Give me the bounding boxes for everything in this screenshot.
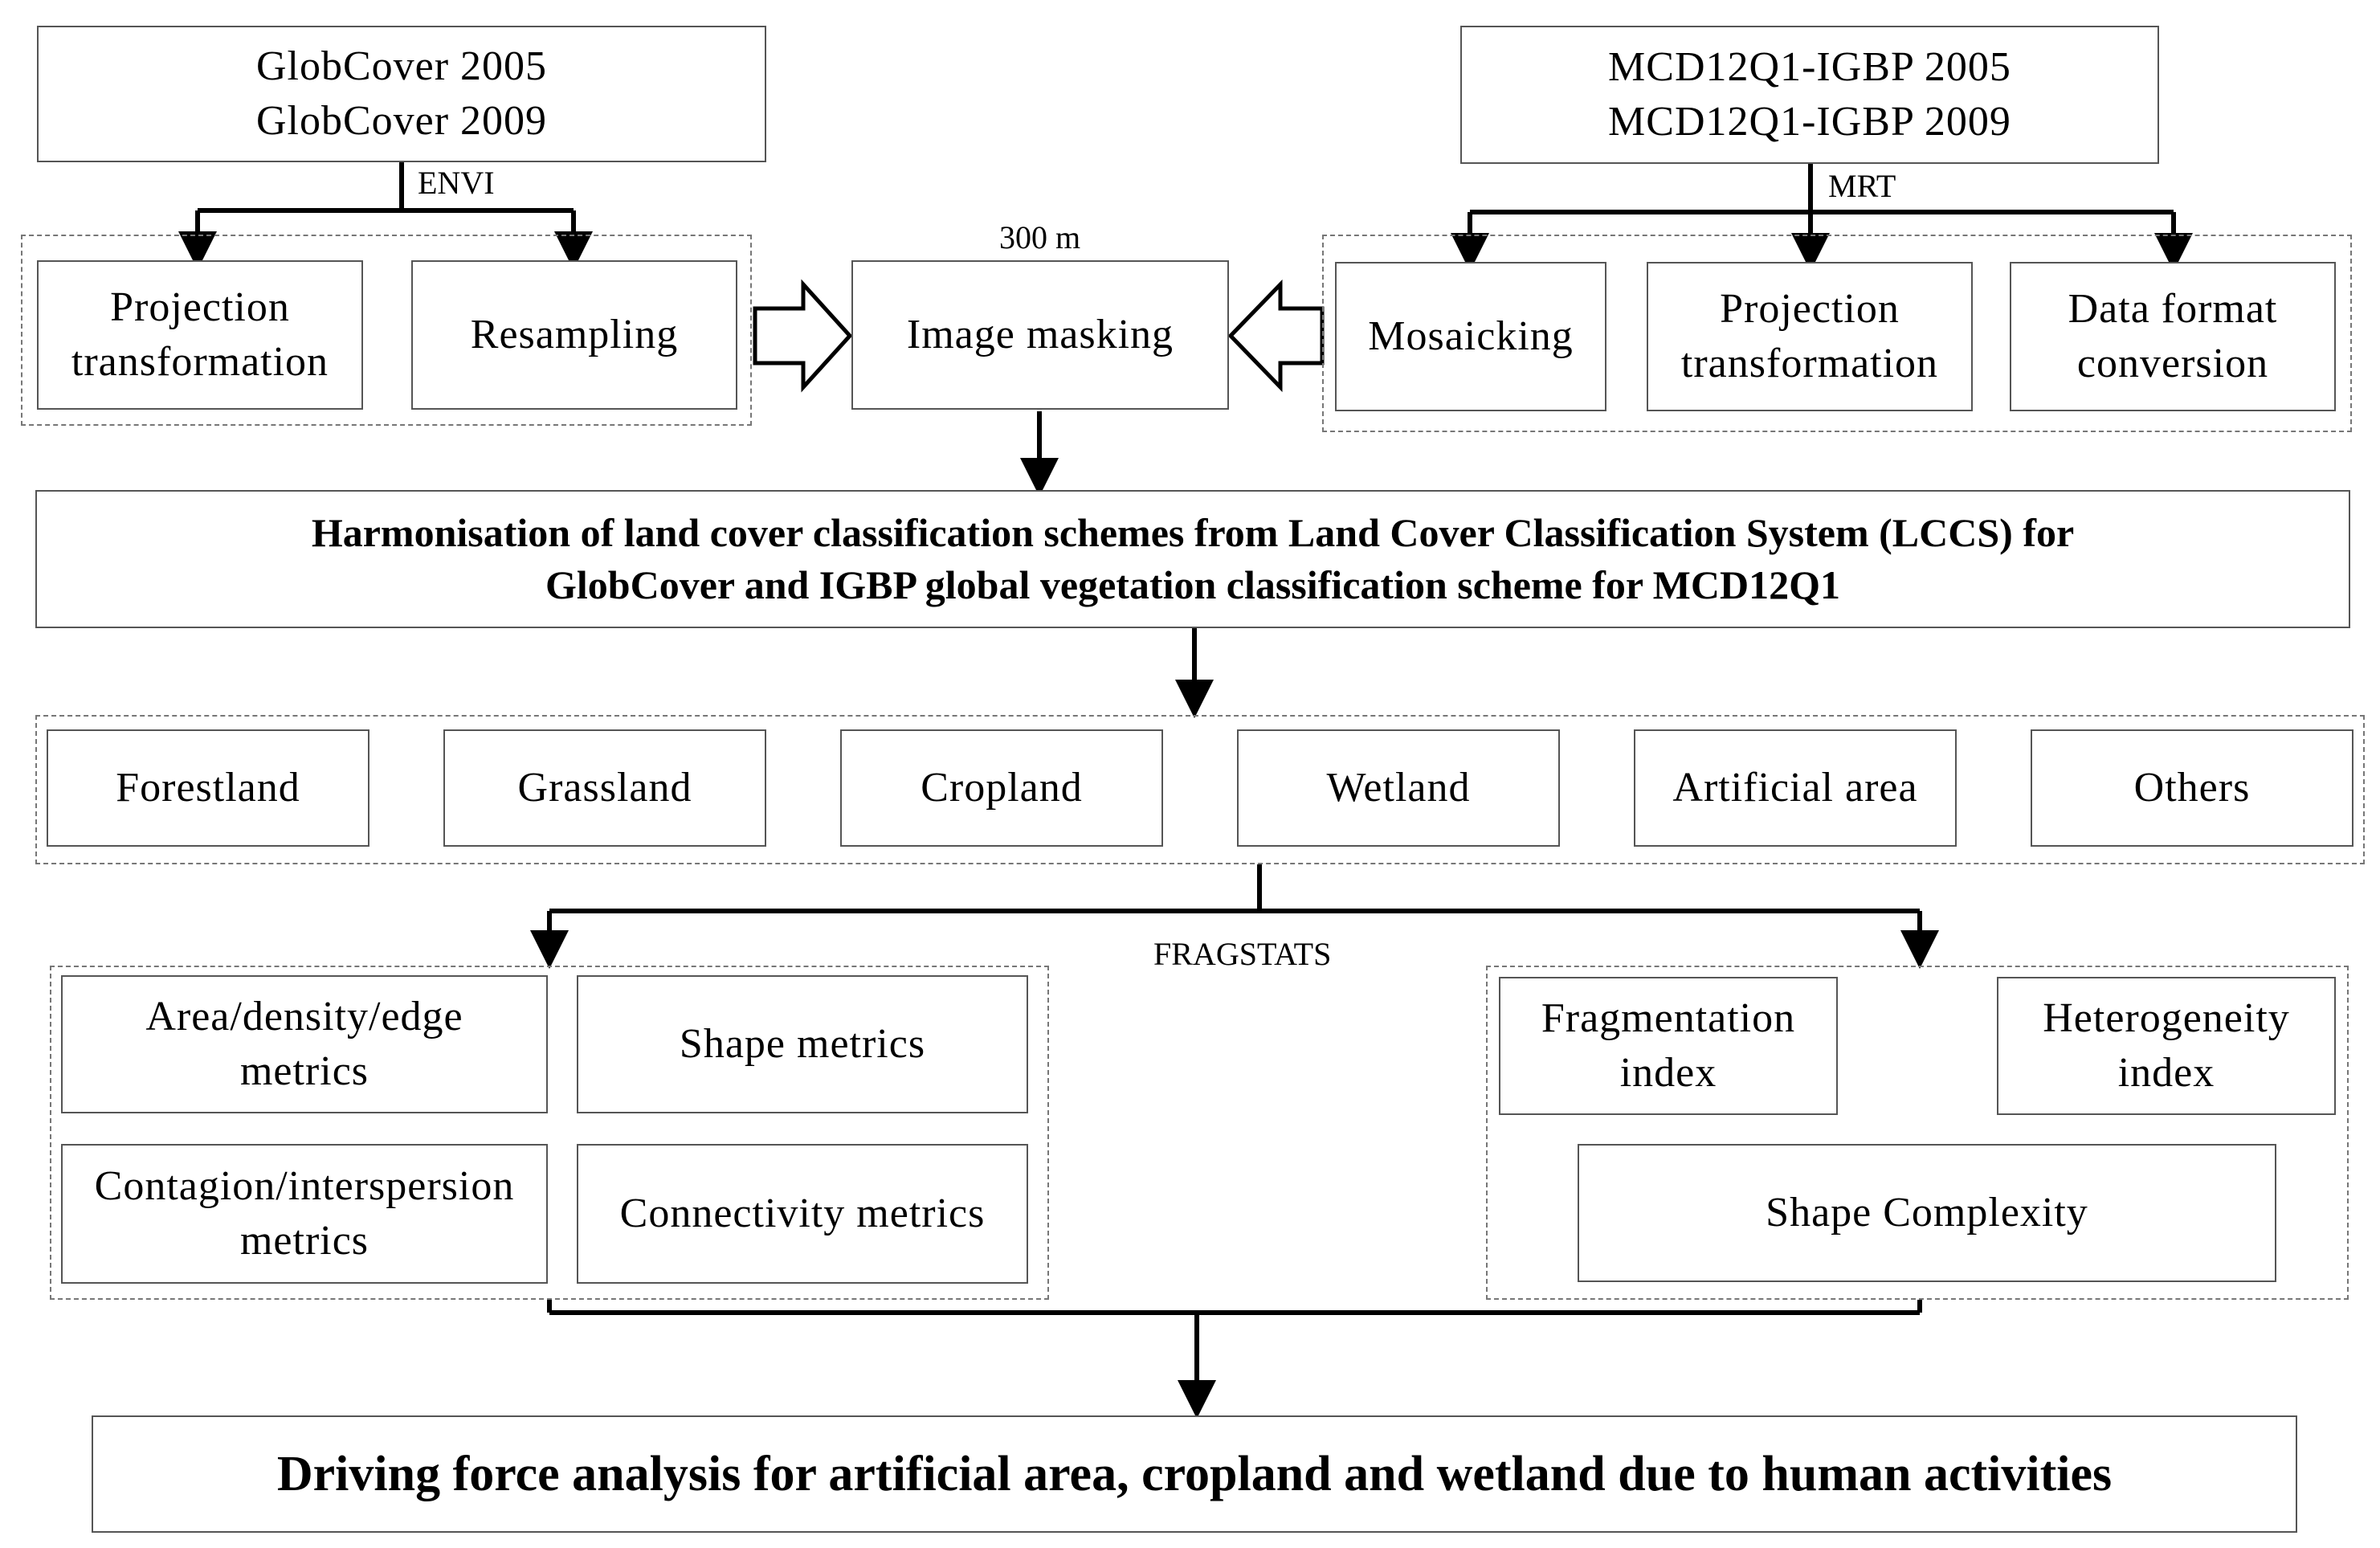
shape-complexity-box: Shape Complexity: [1578, 1144, 2276, 1282]
preprocess-left-group: [21, 235, 752, 426]
connectivity-metrics-box: Connectivity metrics: [577, 1144, 1028, 1284]
preprocess-right-group: [1322, 235, 2352, 432]
globcover-source-box: GlobCover 2005 GlobCover 2009: [37, 26, 766, 162]
mrt-label: MRT: [1828, 168, 1896, 204]
heterogeneity-index-box: Heterogeneity index: [1997, 977, 2336, 1115]
class-artificial-area-box: Artificial area: [1634, 729, 1957, 847]
classes-group: [35, 715, 2365, 864]
indices-group: [1486, 966, 2349, 1300]
envi-label: ENVI: [418, 165, 495, 201]
contagion-interspersion-metrics-box: Contagion/interspersion metrics: [61, 1144, 548, 1284]
class-cropland-box: Cropland: [840, 729, 1163, 847]
class-grassland-box: Grassland: [443, 729, 766, 847]
fragstats-label: FRAGSTATS: [1153, 936, 1332, 972]
conclusion-box: Driving force analysis for artificial ar…: [92, 1415, 2297, 1533]
class-wetland-box: Wetland: [1237, 729, 1560, 847]
class-forestland-box: Forestland: [47, 729, 369, 847]
fragmentation-index-box: Fragmentation index: [1499, 977, 1838, 1115]
resolution-label: 300 m: [999, 219, 1081, 255]
hollow-arrow-right: [753, 279, 853, 393]
metrics-group: [50, 966, 1049, 1300]
projection-transformation-right-box: Projection transformation: [1647, 262, 1973, 411]
resampling-box: Resampling: [411, 260, 737, 410]
mosaicking-box: Mosaicking: [1335, 262, 1606, 411]
projection-transformation-left-box: Projection transformation: [37, 260, 363, 410]
mcd12q1-source-box: MCD12Q1-IGBP 2005 MCD12Q1-IGBP 2009: [1460, 26, 2159, 164]
hollow-arrow-left: [1227, 279, 1325, 393]
image-masking-box: Image masking: [851, 260, 1229, 410]
harmonisation-box: Harmonisation of land cover classificati…: [35, 490, 2350, 628]
area-density-edge-metrics-box: Area/density/edge metrics: [61, 975, 548, 1113]
data-format-conversion-box: Data format conversion: [2010, 262, 2336, 411]
shape-metrics-box: Shape metrics: [577, 975, 1028, 1113]
class-others-box: Others: [2031, 729, 2353, 847]
